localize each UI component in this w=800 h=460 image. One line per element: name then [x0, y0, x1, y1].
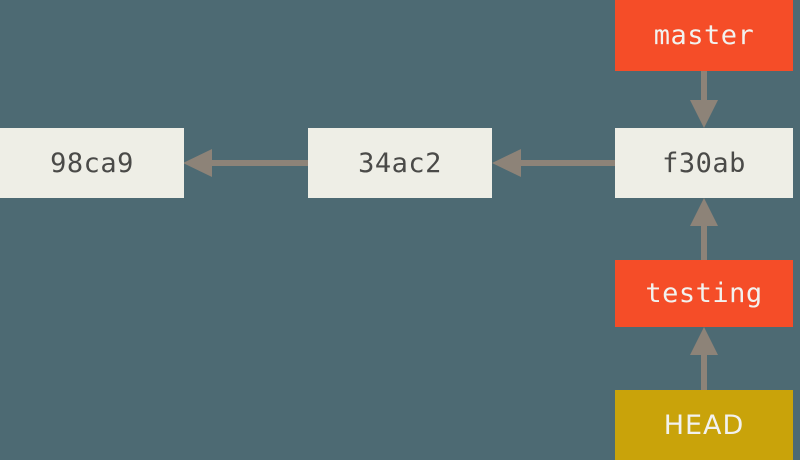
- commit-node-f30ab[interactable]: f30ab: [615, 128, 793, 198]
- branch-label-testing[interactable]: testing: [615, 260, 793, 327]
- commit-label: 34ac2: [358, 147, 442, 179]
- commit-label: f30ab: [662, 147, 746, 179]
- branch-label-master[interactable]: master: [615, 0, 793, 71]
- branch-label: master: [653, 20, 755, 51]
- head-label: HEAD: [663, 409, 745, 441]
- commit-node-98ca9[interactable]: 98ca9: [0, 128, 184, 198]
- arrow-testing-to-f30ab: [690, 198, 718, 260]
- arrow-master-to-f30ab: [690, 71, 718, 128]
- arrow-f30ab-to-34ac2: [492, 149, 615, 177]
- arrow-34ac2-to-98ca9: [183, 149, 308, 177]
- commit-label: 98ca9: [50, 147, 134, 179]
- arrow-head-to-testing: [690, 327, 718, 390]
- head-pointer[interactable]: HEAD: [615, 390, 793, 460]
- commit-node-34ac2[interactable]: 34ac2: [308, 128, 492, 198]
- branch-label: testing: [645, 278, 763, 309]
